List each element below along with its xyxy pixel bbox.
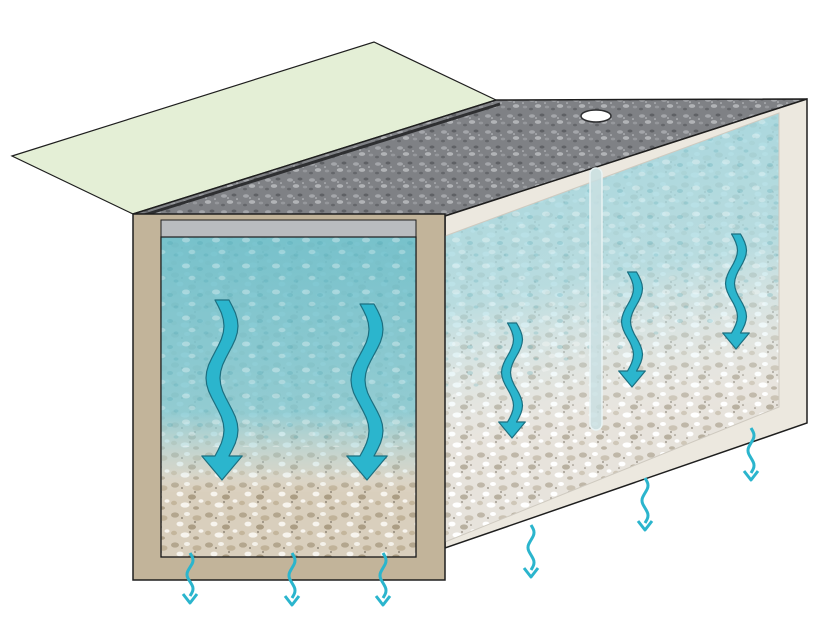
medium-flow-arrow-3 (722, 233, 750, 350)
exfiltration-flow-arrow-4 (522, 524, 540, 579)
medium-flow-arrow-2 (618, 271, 646, 388)
exfiltration-flow-arrow-5 (636, 477, 654, 532)
flow-arrows (181, 233, 760, 607)
exfiltration-flow-arrow-1 (181, 552, 199, 605)
exfiltration-flow-arrow-3 (374, 552, 392, 607)
medium-flow-arrow-1 (498, 322, 526, 439)
large-flow-arrow-2 (346, 303, 388, 481)
large-flow-arrow-1 (201, 299, 243, 481)
exfiltration-flow-arrow-6 (742, 427, 760, 482)
stored-runoff-water (161, 237, 416, 557)
exfiltration-flow-arrow-2 (283, 552, 301, 607)
observation-well-pipe (589, 167, 603, 431)
observation-well-cap (580, 109, 612, 123)
